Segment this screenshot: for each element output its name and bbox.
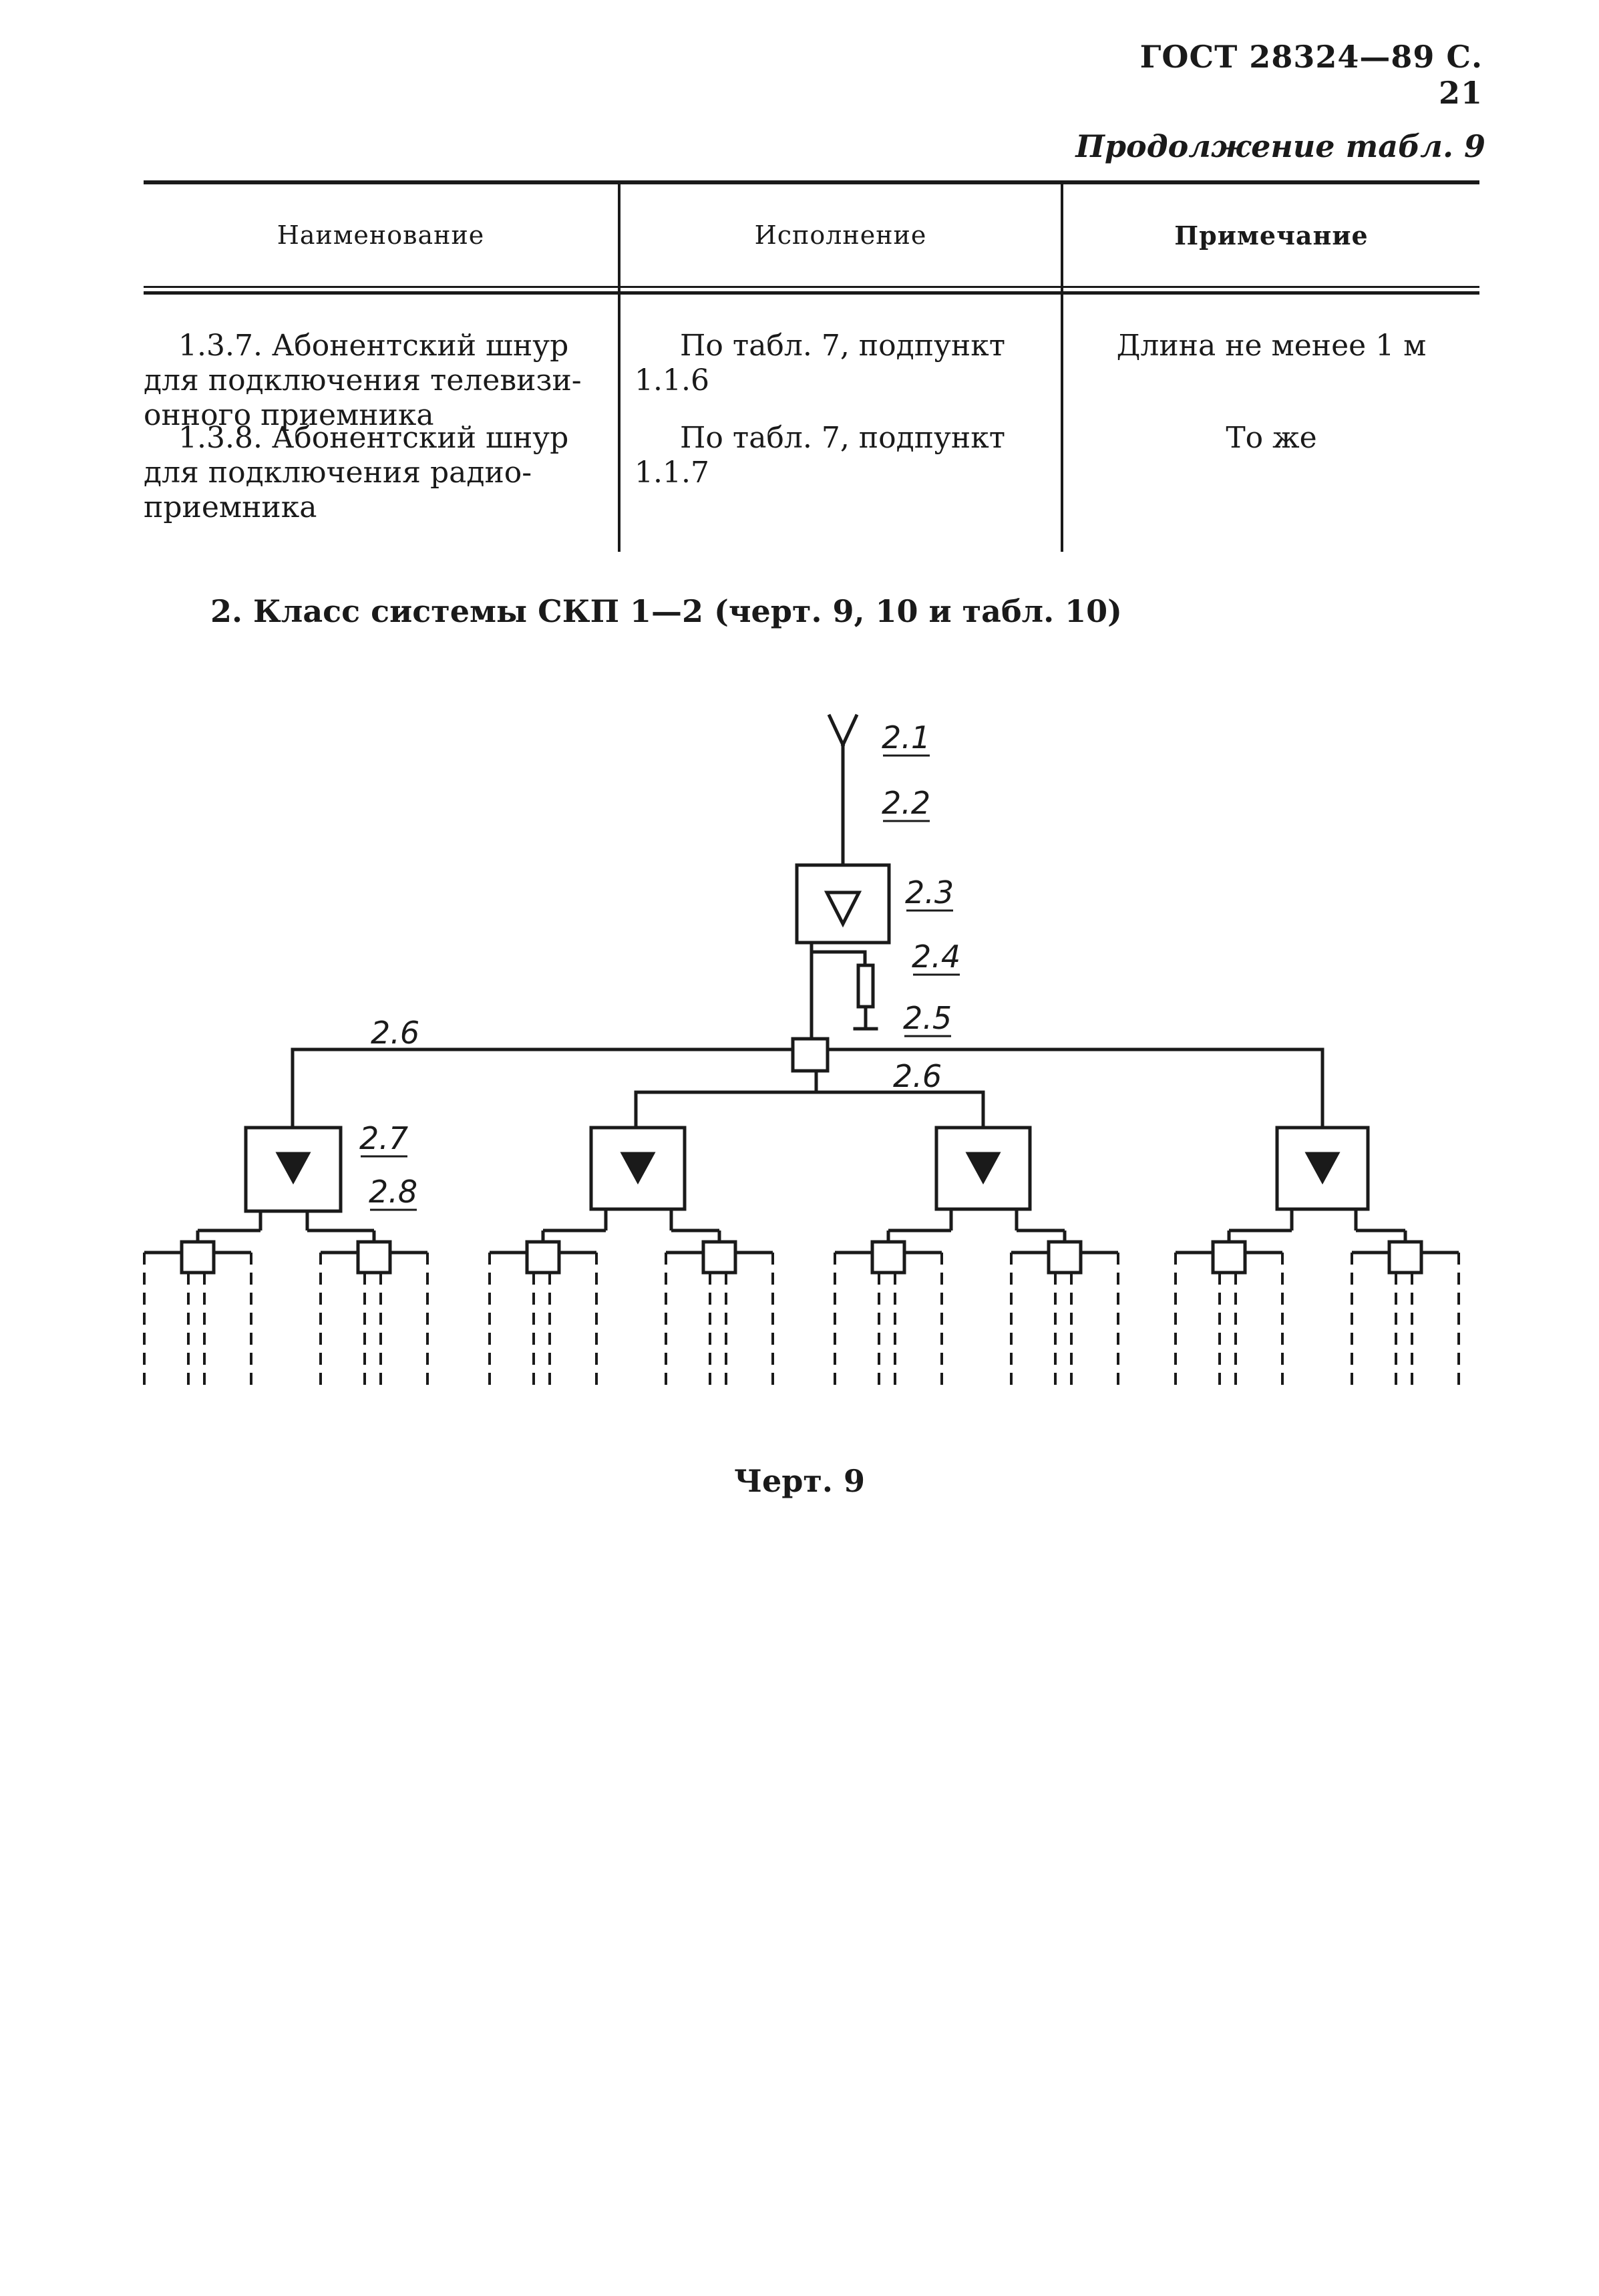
table-header-rule-1: [144, 286, 1479, 288]
house-amplifier-triangle-icon: [620, 1152, 656, 1185]
label-cable: 2.2: [882, 785, 930, 821]
tap-splitter-icon: [701, 1240, 737, 1275]
tap-splitter-icon: [1211, 1240, 1247, 1275]
antenna-icon: [827, 713, 859, 867]
row-2-name-line-1: 1.3.8. Абонентский шнур: [178, 421, 569, 455]
column-divider-1: [618, 184, 620, 552]
section-title: 2. Класс системы СКП 1—2 (черт. 9, 10 и …: [210, 593, 1122, 629]
tap-splitter-icon: [870, 1240, 906, 1275]
figure-caption: Черт. 9: [734, 1463, 865, 1499]
house-amplifier-group: [143, 1126, 1460, 1386]
label-head-amp: 2.3: [905, 874, 954, 911]
tap-splitter-icon: [180, 1240, 216, 1275]
header-note: Примечание: [1174, 220, 1369, 251]
row-1-name-line-3: онного приемника: [144, 398, 434, 432]
table-row-1-name: 1.3.7. Абонентский шнур для подключения …: [144, 329, 604, 433]
house-amplifier-triangle-icon: [965, 1152, 1001, 1185]
page-header: ГОСТ 28324—89 С. 21: [1139, 39, 1483, 111]
header-name: Наименование: [277, 220, 485, 250]
house-amplifier-box: [934, 1126, 1032, 1211]
head-amplifier-triangle-icon: [824, 890, 862, 928]
table-row-1-execution: По табл. 7, подпункт 1.1.6: [635, 329, 1049, 398]
row-1-execution-line-2: 1.1.6: [635, 363, 709, 397]
row-2-execution-line-2: 1.1.7: [635, 456, 709, 490]
tap-splitter-icon: [525, 1240, 561, 1275]
load-resistor-icon: [810, 950, 878, 1031]
table-header-rule-2: [144, 291, 1479, 295]
label-splitter: 2.5: [903, 1000, 952, 1036]
table-row-2-note: То же: [1226, 421, 1317, 455]
house-amplifier-triangle-icon: [1304, 1152, 1341, 1185]
label-load: 2.4: [912, 939, 960, 975]
row-2-execution-line-1: По табл. 7, подпункт: [680, 421, 1006, 455]
house-amplifier-box: [244, 1126, 343, 1213]
column-divider-2: [1061, 184, 1063, 552]
tap-splitter-icon: [356, 1240, 392, 1275]
table-row-2-name: 1.3.8. Абонентский шнур для подключения …: [144, 421, 604, 525]
label-trunk-left: 2.6: [371, 1015, 419, 1051]
house-amplifier-box: [1275, 1126, 1370, 1211]
label-house-amp: 2.7: [359, 1120, 408, 1156]
table-row-1-note: Длина не менее 1 м: [1116, 329, 1427, 363]
house-amplifier-triangle-icon: [275, 1152, 311, 1185]
row-2-name-line-2: для подключения радио-: [144, 456, 532, 490]
house-amplifier-box: [589, 1126, 687, 1211]
table-continuation-label: Продолжение табл. 9: [1075, 128, 1485, 164]
label-antenna: 2.1: [882, 719, 930, 756]
row-1-name-line-1: 1.3.7. Абонентский шнур: [178, 329, 569, 363]
head-amplifier-box: [795, 863, 891, 945]
row-1-name-line-2: для подключения телевизи-: [144, 363, 582, 397]
table-row-2-execution: По табл. 7, подпункт 1.1.7: [635, 421, 1049, 490]
table-top-rule: [144, 180, 1479, 184]
header-execution: Исполнение: [754, 220, 927, 250]
row-1-execution-line-1: По табл. 7, подпункт: [680, 329, 1006, 363]
label-drop-cable: 2.8: [369, 1174, 417, 1210]
tap-splitter-icon: [1387, 1240, 1423, 1275]
row-2-name-line-3: приемника: [144, 490, 317, 524]
label-trunk-right: 2.6: [893, 1058, 942, 1094]
main-splitter-icon: [791, 1037, 830, 1073]
tap-splitter-icon: [1047, 1240, 1083, 1275]
